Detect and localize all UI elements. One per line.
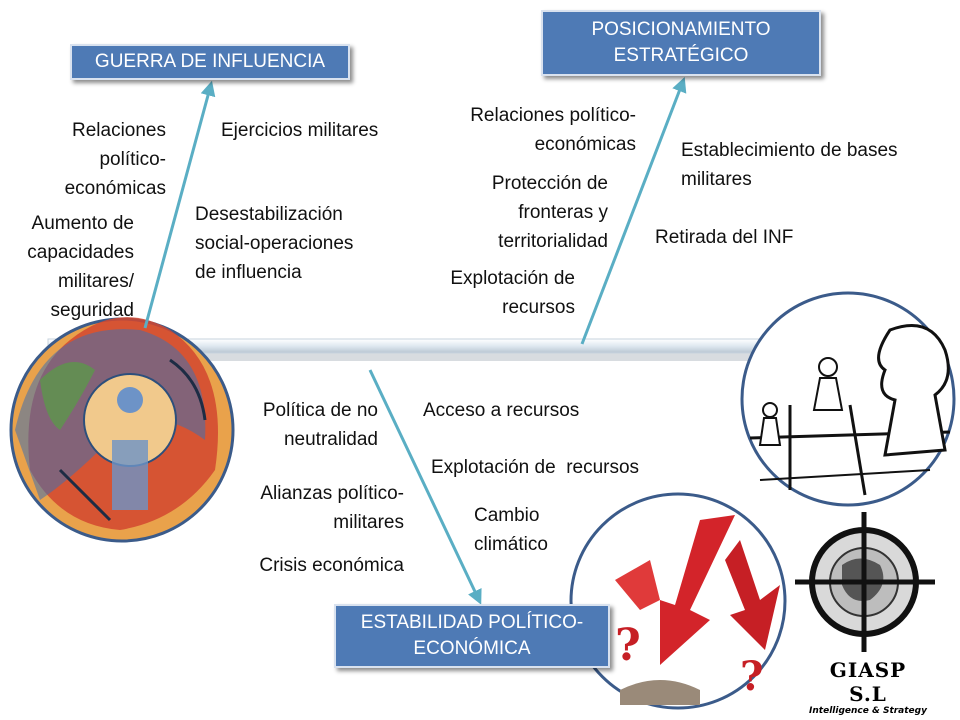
label-posic-explotacion: Explotación de recursos [450,268,575,318]
label-guerra-relaciones: Relaciones político-económicas [64,120,166,199]
label-estab-acceso: Acceso a recursos [423,400,580,421]
label-posic-proteccion: Protección de fronteras y territorialida… [491,173,608,252]
crosshair-globe-icon [795,512,935,652]
label-guerra-ejercicios: Ejercicios militares [221,120,379,141]
label-posic-relaciones: Relaciones político-económicas [470,105,636,155]
box-guerra-de-influencia: GUERRA DE INFLUENCIA [70,44,350,80]
label-posic-inf: Retirada del INF [655,227,794,248]
box-guerra-label: GUERRA DE INFLUENCIA [94,51,326,72]
svg-text:?: ? [615,620,641,671]
svg-text:?: ? [740,653,763,700]
label-estab-explotacion: Explotación de recursos [431,457,640,478]
logo-tagline: Intelligence & Strategy [809,706,927,716]
label-estab-cambio: Cambio climático [474,505,548,555]
label-posic-bases: Establecimiento de bases militares [681,140,898,190]
label-estab-alianzas: Alianzas político-militares [260,483,404,533]
label-estab-politica: Política de no neutralidad [262,400,378,450]
box-estabilidad-label: ESTABILIDAD POLÍTICO-ECONÓMICA [360,612,584,659]
box-posicionamiento-label: POSICIONAMIENTO ESTRATÉGICO [591,19,771,66]
guerra-bone-arrow [143,80,216,329]
logo-name: GIASP S.L [829,658,907,706]
box-estabilidad-politico-economica: ESTABILIDAD POLÍTICO-ECONÓMICA [334,604,610,668]
chess-pieces-icon [740,291,956,507]
falling-arrows-icon: ? ? [569,492,787,710]
label-guerra-aumento: Aumento de capacidades militares/ seguri… [27,213,134,321]
box-posicionamiento-estrategico: POSICIONAMIENTO ESTRATÉGICO [541,10,821,76]
posicionamiento-bone-arrow [580,76,687,345]
head-illustration-icon [9,317,235,543]
label-estab-crisis: Crisis económica [259,555,404,576]
label-guerra-desestabilizacion: Desestabilización social-operaciones de … [195,204,354,283]
estabilidad-bone-arrow [368,369,482,605]
logo: GIASP S.L Intelligence & Strategy [808,658,928,716]
